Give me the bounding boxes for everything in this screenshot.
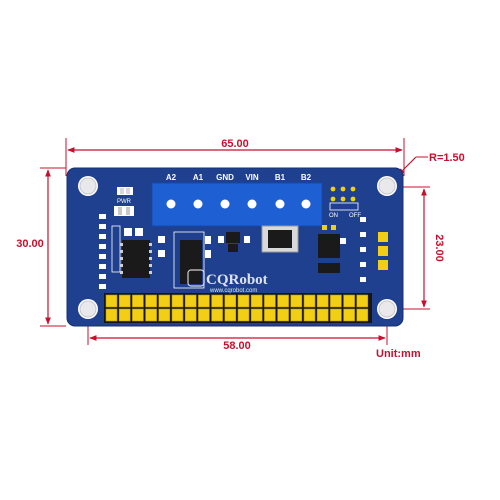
header-pin (145, 294, 157, 308)
right-components (360, 217, 388, 282)
header-pin (105, 294, 118, 308)
hole-spacing-y-label: 23.00 (433, 234, 445, 262)
on-silkscreen: ON (329, 213, 338, 219)
driver-chip-left (120, 228, 152, 278)
header-pin (132, 294, 144, 308)
watermark-logo: CQRobot www.cqrobot.com (187, 269, 268, 294)
header-pin (198, 294, 210, 308)
header-pin (158, 294, 171, 308)
header-pin (330, 294, 342, 308)
corner-radius-label: R=1.50 (429, 152, 465, 164)
off-silkscreen: OFF (349, 213, 361, 219)
watermark-brand: CQRobot (206, 272, 268, 288)
header-pin (145, 308, 157, 322)
terminal-screw (193, 199, 203, 209)
header-pin (356, 308, 369, 322)
header-pin (290, 308, 303, 322)
terminal-block (151, 182, 323, 227)
board-height-label: 30.00 (16, 238, 44, 250)
header-pin (171, 294, 184, 308)
terminal-screw (247, 199, 257, 209)
left-components (99, 214, 121, 289)
header-pin (250, 294, 263, 308)
header-pin (316, 308, 329, 322)
header-pin (303, 308, 316, 322)
header-pin (105, 308, 118, 322)
header-pin (118, 308, 131, 322)
watermark-url: www.cqrobot.com (209, 288, 257, 294)
voltage-regulator (218, 225, 299, 253)
terminal-labels: A2 A1 GND VIN B1 B2 (166, 173, 312, 182)
terminal-screw (301, 199, 311, 209)
header-pin (211, 308, 223, 322)
header-pin (264, 308, 276, 322)
terminal-label: B1 (275, 173, 286, 182)
header-pin (277, 294, 289, 308)
power-led: PWR (114, 187, 134, 216)
header-pin (330, 308, 342, 322)
driver-chip-center (158, 231, 211, 289)
header-pin (316, 294, 329, 308)
header-pin (277, 308, 289, 322)
header-pin (171, 308, 184, 322)
mounting-hole-top-left (78, 176, 98, 196)
header-pin (184, 294, 197, 308)
terminal-screw (220, 199, 230, 209)
header-pin (250, 308, 263, 322)
header-pin (343, 308, 355, 322)
header-pin (237, 308, 250, 322)
mounting-hole-bottom-left (78, 299, 98, 319)
unit-label: Unit:mm (376, 348, 421, 360)
pwr-silkscreen: PWR (117, 199, 132, 205)
mounting-hole-bottom-right (377, 299, 397, 319)
header-pin (118, 294, 131, 308)
terminal-screw (275, 199, 285, 209)
hole-spacing-x-label: 58.00 (223, 340, 251, 352)
header-pin (132, 308, 144, 322)
header-pin (237, 294, 250, 308)
terminal-label: GND (216, 173, 234, 182)
header-pin (198, 308, 210, 322)
header-pin (264, 294, 276, 308)
terminal-label: VIN (245, 173, 259, 182)
header-pin (211, 294, 223, 308)
header-pin (290, 294, 303, 308)
dimension-lines: 65.00 30.00 23.00 58.00 R=1.50 Unit:mm (16, 138, 465, 360)
header-pin (343, 294, 355, 308)
terminal-label: A2 (166, 173, 177, 182)
header-pin (224, 308, 237, 322)
header-pin (158, 308, 171, 322)
terminal-label: B2 (301, 173, 312, 182)
header-pin (184, 308, 197, 322)
gpio-header (104, 293, 372, 323)
on-off-switch: ON OFF (329, 186, 361, 219)
terminal-label: A1 (193, 173, 204, 182)
header-pin (224, 294, 237, 308)
header-pin (356, 294, 369, 308)
pwm-controller-chip (318, 225, 346, 273)
board-width-label: 65.00 (221, 138, 249, 150)
mounting-hole-top-right (377, 176, 397, 196)
header-pin (303, 294, 316, 308)
terminal-screw (166, 199, 176, 209)
